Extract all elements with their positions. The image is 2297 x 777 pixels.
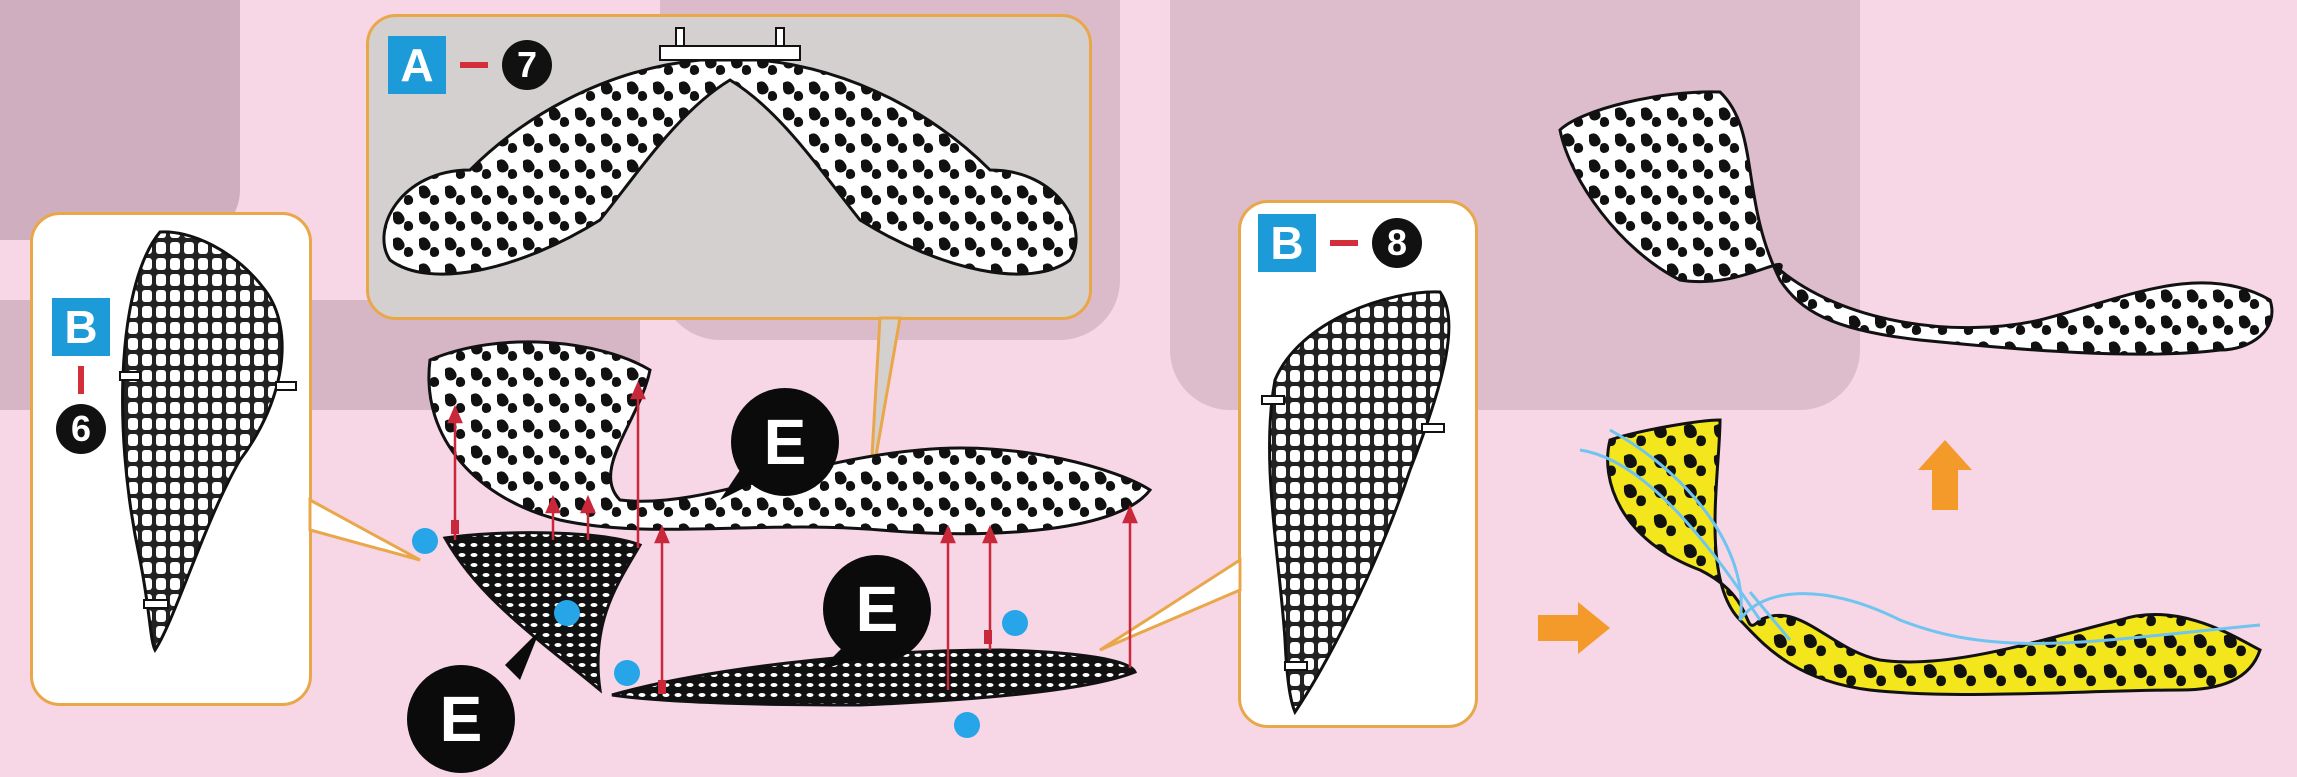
- result-wing: [1560, 92, 2272, 354]
- highlighted-wing: [1580, 420, 2260, 694]
- arrow-up-icon: [1918, 440, 1972, 510]
- arrow-right-icon: [1538, 602, 1610, 654]
- join-label-e: E: [731, 388, 839, 496]
- glue-dot-icon: [1002, 610, 1028, 636]
- part-b6-shape: [120, 232, 296, 650]
- part-a7-shape: [384, 28, 1076, 274]
- glue-dot-icon: [412, 528, 438, 554]
- glue-dot-icon: [614, 660, 640, 686]
- part-b8-shape: [1262, 292, 1449, 712]
- join-label-e: E: [407, 665, 515, 773]
- glue-dot-icon: [954, 712, 980, 738]
- join-label-e: E: [823, 555, 931, 663]
- glue-dot-icon: [554, 600, 580, 626]
